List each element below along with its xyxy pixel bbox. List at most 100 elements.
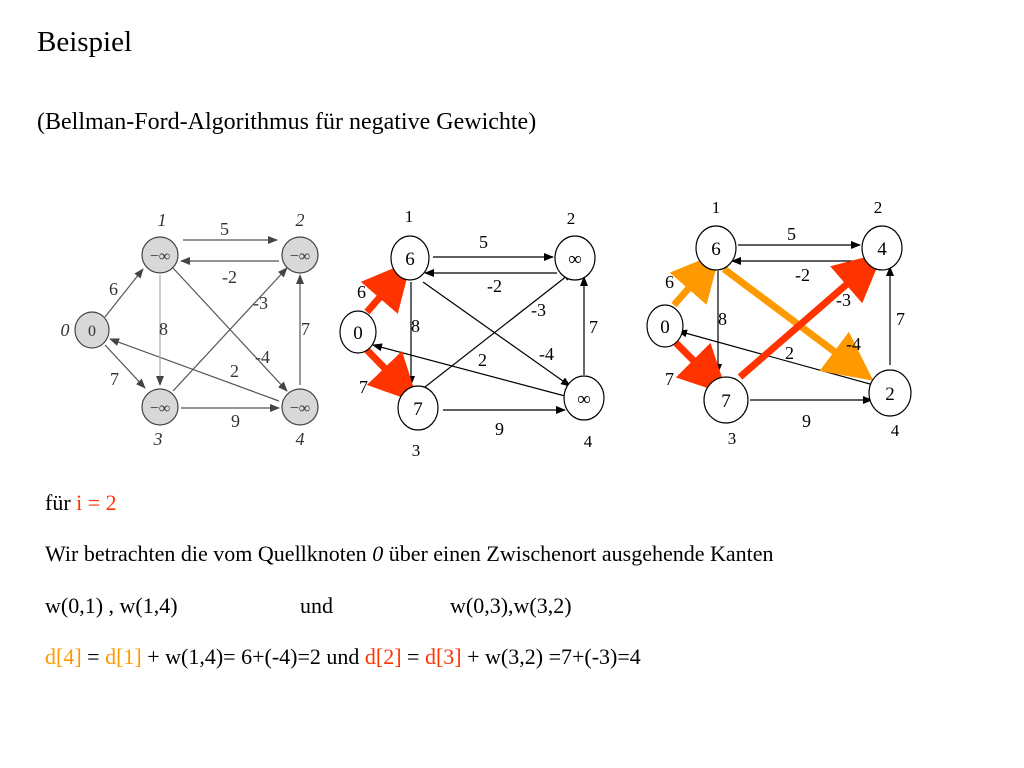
node-4 [563,375,605,421]
weight-0-1: 6 [357,282,366,302]
edge-0-3 [104,344,146,389]
node-3 [703,376,749,424]
graph-iteration-2: 5 -2 6 8 7 -3 7 -4 2 9 0 6 4 7 2 1 2 3 4 [646,198,912,448]
node-value-0: 0 [88,323,96,340]
node-value-3: −∞ [150,400,170,417]
node-2 [554,235,596,281]
weight-4-0: 2 [230,361,239,381]
explanation-line: Wir betrachten die vom Quellknoten 0 übe… [45,541,774,567]
node-label-4: 4 [584,432,593,451]
weight-3-4: 9 [495,419,504,439]
edge-3-2-relaxed [737,252,884,380]
node-1 [390,235,430,281]
node-value-3: 7 [413,399,423,420]
weight-2-1: -2 [222,267,237,287]
node-value-1: −∞ [150,248,170,265]
edge-0-1-relaxed [669,251,721,308]
weight-4-2: 7 [896,309,905,329]
weight-3-2: -3 [253,293,268,313]
edges-path-a: w(0,1) , w(1,4) [45,593,178,618]
weight-3-4: 9 [231,411,240,431]
edge-0-3-relaxed [364,347,419,404]
node-label-0: 0 [61,320,70,340]
edge-3-2 [424,271,573,388]
node-label-3: 3 [153,429,163,449]
node-label-1: 1 [158,210,167,230]
node-label-1: 1 [712,198,721,217]
formula-d3: d[3] [424,644,462,669]
weight-3-2: -3 [836,290,851,310]
node-value-0: 0 [353,323,363,344]
weight-1-3: 8 [159,319,168,339]
node-value-4: −∞ [290,400,310,417]
node-value-4: 2 [885,384,895,405]
formula-d2: d[2] [364,644,402,669]
node-value-2: ∞ [568,249,582,270]
formula-eq1: = [81,644,106,669]
node-3 [141,388,179,426]
edge-4-0 [109,338,280,402]
node-label-3: 3 [728,429,737,448]
node-2 [281,236,319,274]
weight-3-4: 9 [802,411,811,431]
weight-1-4: -4 [539,344,554,364]
weight-4-0: 2 [785,343,794,363]
weight-2-1: -2 [487,276,502,296]
explanation-text: Wir betrachten die vom Quellknoten [45,541,373,566]
weight-4-2: 7 [589,317,598,337]
node-value-0: 0 [660,317,670,338]
edge-1-4-relaxed [721,266,874,381]
node-3 [397,385,439,431]
weight-0-3: 7 [665,369,674,389]
node-label-4: 4 [891,421,900,440]
weight-1-2: 5 [479,232,488,252]
explanation-suffix: über einen Zwischenort ausgehende Kanten [383,541,774,566]
graph-iteration-1: 5 -2 6 8 7 -3 7 -4 2 9 0 6 ∞ 7 ∞ 1 2 3 4 [339,207,605,460]
slide-subtitle: (Bellman-Ford-Algorithmus für negative G… [37,109,537,135]
edges-path-b: w(0,3),w(3,2) [450,593,572,618]
node-1 [695,225,737,271]
weight-1-3: 8 [718,309,727,329]
formula-line: d[4] = d[1] + w(1,4)= 6+(-4)=2 und d[2] … [45,644,641,670]
edge-1-4 [422,281,571,387]
weight-1-4: -4 [255,347,270,367]
weight-0-3: 7 [110,369,119,389]
node-value-1: 6 [711,239,721,260]
source-node-ref: 0 [372,541,384,566]
edge-0-3-relaxed [673,340,728,395]
formula-mid: + w(1,4)= 6+(-4)=2 und [141,644,365,669]
weight-1-3: 8 [411,316,420,336]
node-value-4: ∞ [577,389,591,410]
weight-0-1: 6 [665,272,674,292]
node-4 [868,369,912,417]
node-label-2: 2 [874,198,883,217]
weight-0-3: 7 [359,377,368,397]
iteration-line: für i = 2 [45,490,117,516]
weight-4-0: 2 [478,350,487,370]
iteration-index: i = 2 [76,490,117,515]
node-0 [74,311,110,349]
node-label-2: 2 [567,209,576,228]
weight-1-2: 5 [787,224,796,244]
edges-conjunction: und [300,593,333,618]
weight-1-2: 5 [220,219,229,239]
weight-1-4: -4 [846,334,861,354]
weight-0-1: 6 [109,279,118,299]
edge-0-1-relaxed [360,260,412,315]
formula-d1: d[1] [105,644,142,669]
weight-3-2: -3 [531,300,546,320]
slide-title: Beispiel [37,26,133,58]
iteration-prefix: für [45,490,77,515]
node-0 [646,304,684,348]
node-value-1: 6 [405,249,415,270]
weight-2-1: -2 [795,265,810,285]
edge-1-4 [172,267,288,392]
node-label-1: 1 [405,207,414,226]
node-2 [861,225,903,271]
formula-end: + w(3,2) =7+(-3)=4 [461,644,641,669]
node-label-4: 4 [296,429,305,449]
node-1 [141,236,179,274]
node-label-3: 3 [412,441,421,460]
edge-0-1 [104,268,144,318]
formula-eq2: = [401,644,425,669]
